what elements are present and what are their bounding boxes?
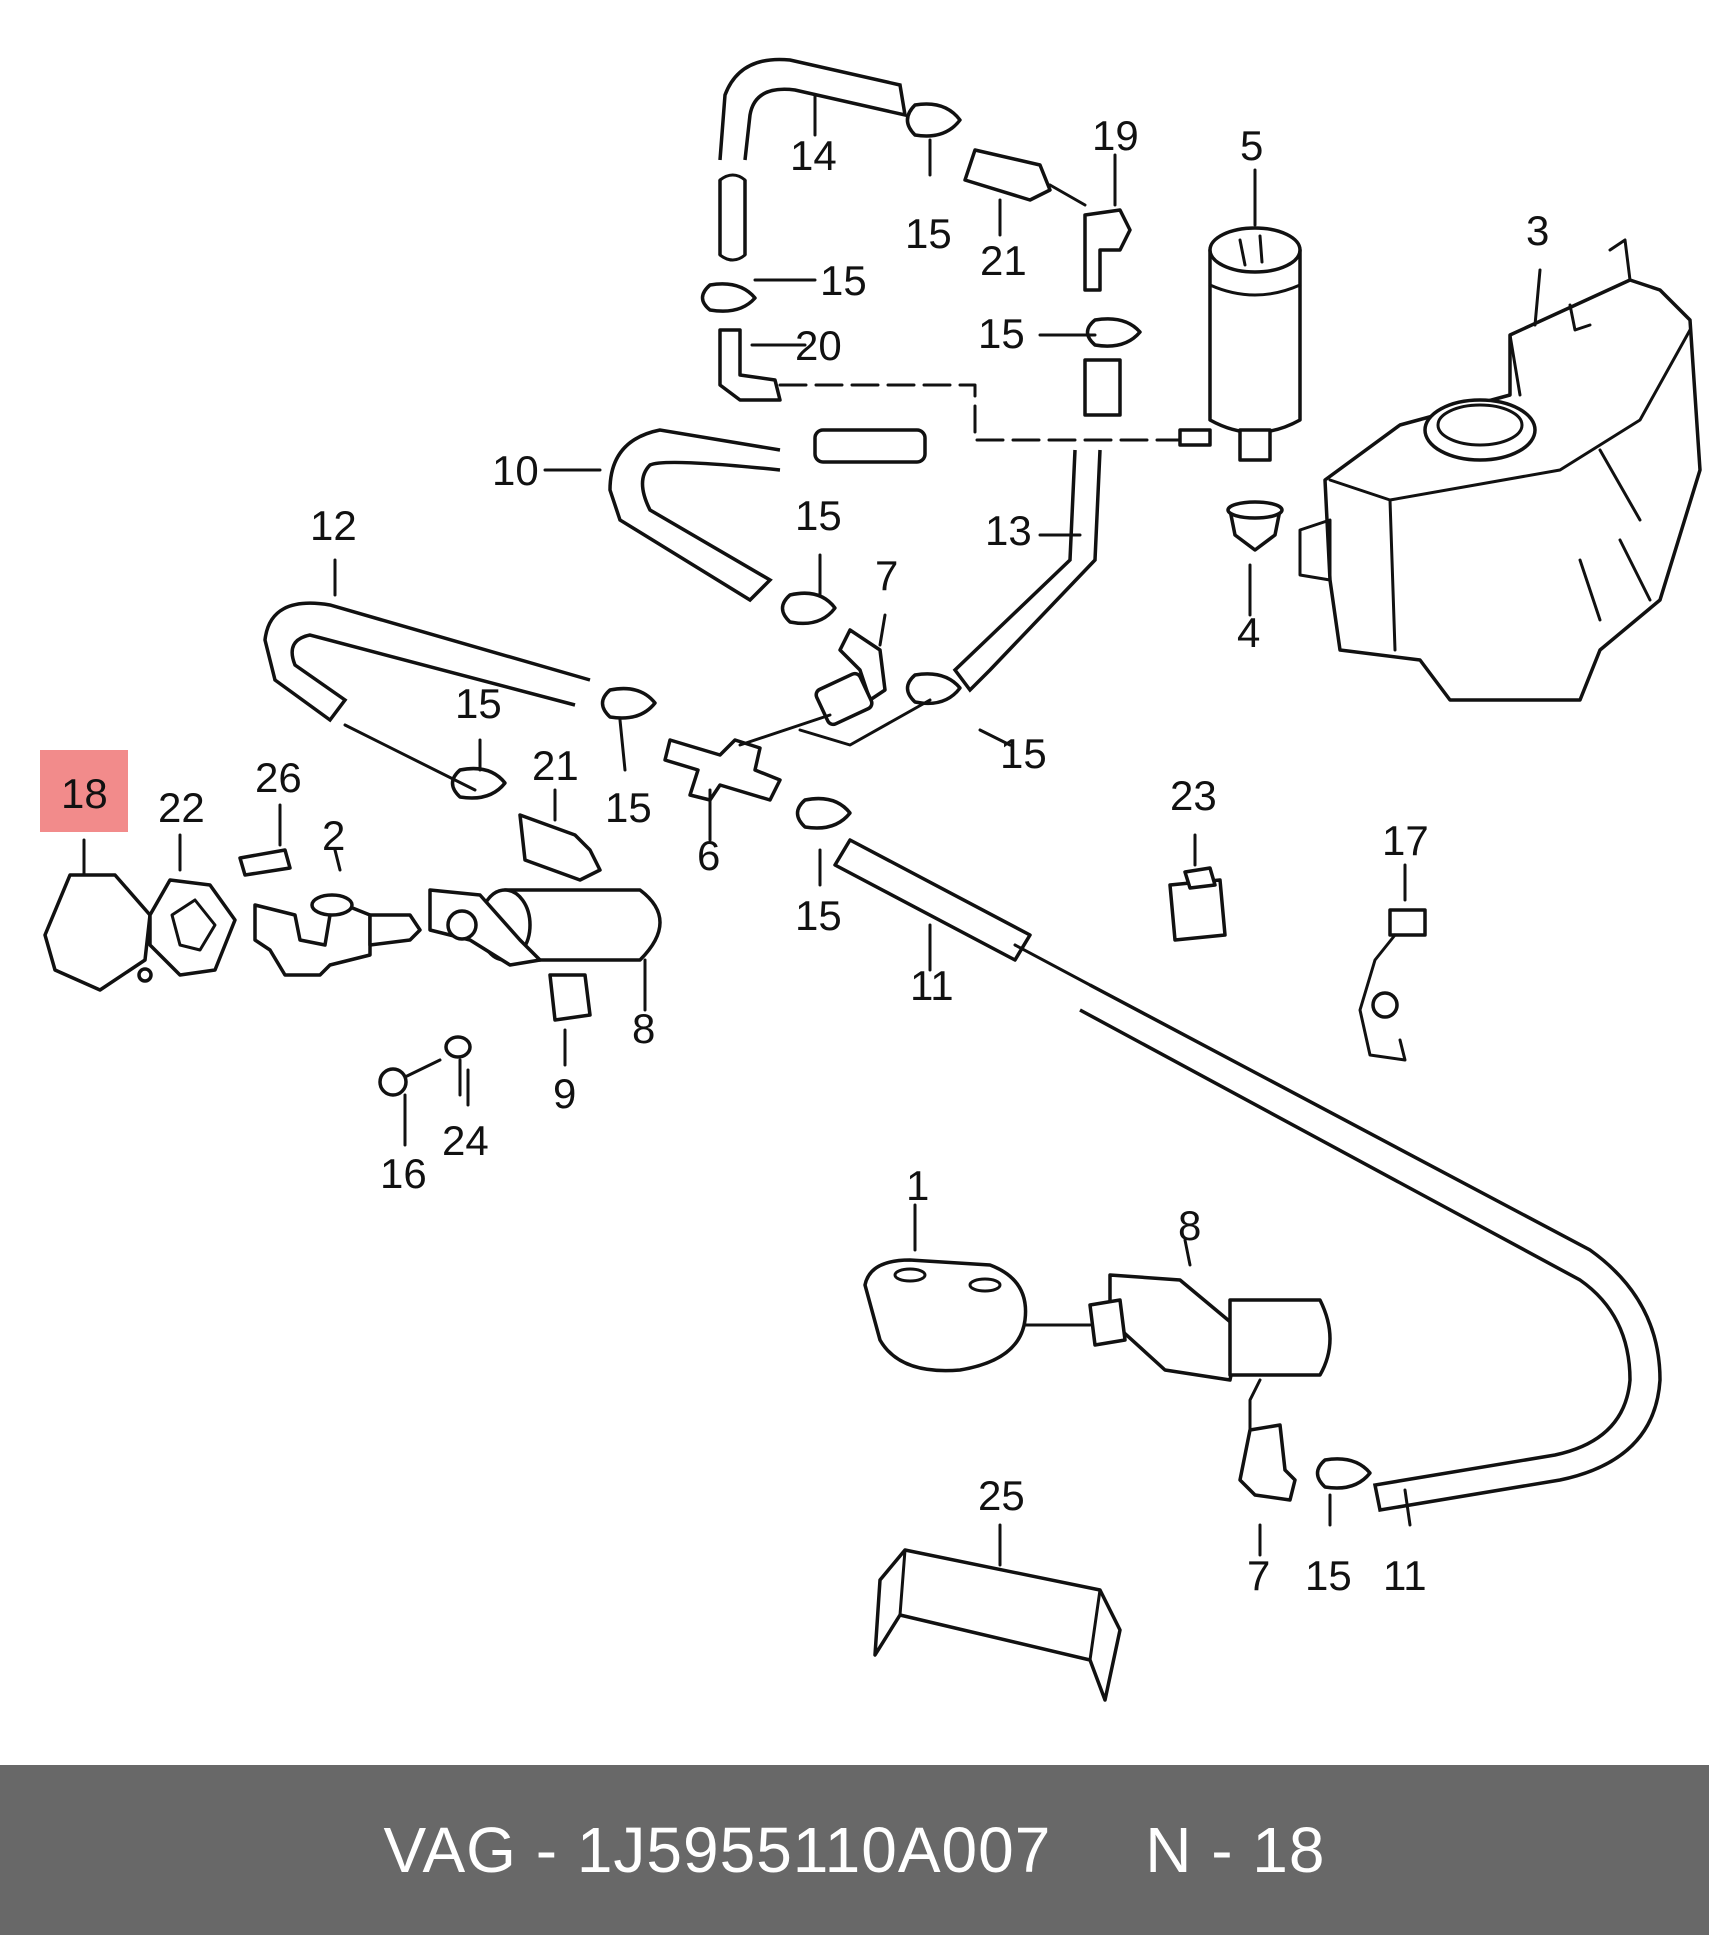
- leader-lines: [82, 93, 1542, 1567]
- gasket-part-22: [148, 878, 237, 977]
- label-8b: 8: [1178, 1202, 1201, 1249]
- label-23: 23: [1170, 772, 1217, 819]
- cover-cap-part-18: [43, 873, 153, 992]
- connector-part-7: [814, 628, 887, 727]
- check-valve-part-21-upper: [963, 148, 1087, 207]
- t-connector-part-6: [663, 738, 782, 802]
- label-11a: 11: [910, 962, 954, 1009]
- label-2: 2: [322, 812, 345, 859]
- cover-part-25: [873, 1548, 1122, 1702]
- bracket-part-9: [548, 973, 592, 1022]
- nozzle-part-2: [253, 893, 422, 977]
- parts-diagram: 1 2 3 4 5 6 7 7 8 8 9 10 11 11 12 13 14 …: [40, 57, 1702, 1702]
- label-17: 17: [1382, 817, 1429, 864]
- label-13: 13: [985, 507, 1032, 554]
- label-5: 5: [1240, 122, 1263, 169]
- label-15a: 15: [905, 210, 952, 257]
- connector-part-19: [1083, 208, 1132, 417]
- hose-part-10: [608, 428, 927, 603]
- label-22: 22: [158, 784, 205, 831]
- hose-part-13: [952, 449, 1102, 693]
- holder-part-17: [1358, 908, 1427, 1062]
- washer-part-24: [444, 1035, 472, 1059]
- washer-pump-part-8-upper: [428, 888, 662, 967]
- label-11b: 11: [1383, 1552, 1427, 1599]
- reference-prefix: N: [1145, 1814, 1193, 1886]
- nozzle-cover-part-1: [863, 1258, 1028, 1373]
- part-info-footer: VAG - 1J5955110A007 N - 18: [0, 1765, 1709, 1935]
- label-15g: 15: [1000, 730, 1047, 777]
- check-valve-part-21-lower: [518, 813, 602, 882]
- label-20: 20: [795, 322, 842, 369]
- label-15b: 15: [820, 257, 867, 304]
- washer-pump-part-5: [1178, 226, 1302, 462]
- label-15d: 15: [795, 492, 842, 539]
- bolt-part-16: [378, 1058, 442, 1097]
- screw-part-26: [238, 848, 292, 877]
- label-12: 12: [310, 502, 357, 549]
- separator-2: -: [1211, 1814, 1234, 1886]
- label-18: 18: [61, 770, 108, 817]
- label-25: 25: [978, 1472, 1025, 1519]
- hose-part-11: [833, 838, 1662, 1513]
- label-24: 24: [442, 1117, 489, 1164]
- label-7a: 7: [875, 552, 898, 599]
- label-16: 16: [380, 1150, 427, 1197]
- footer-text: VAG - 1J5955110A007 N - 18: [384, 1813, 1326, 1887]
- label-21a: 21: [980, 237, 1027, 284]
- connector-part-7-lower: [1238, 1423, 1297, 1502]
- washer-pump-part-8-lower: [1088, 1273, 1332, 1382]
- hose-part-14: [718, 57, 908, 262]
- label-15i: 15: [1305, 1552, 1352, 1599]
- label-15h: 15: [795, 892, 842, 939]
- brand: VAG: [383, 1814, 517, 1886]
- grommet-part-4: [1226, 500, 1284, 552]
- part-labels: 1 2 3 4 5 6 7 7 8 8 9 10 11 11 12 13 14 …: [61, 112, 1549, 1599]
- label-10: 10: [492, 447, 539, 494]
- relay-part-23: [1168, 866, 1227, 942]
- label-14: 14: [790, 132, 837, 179]
- hose-clamps-part-15: [450, 102, 1372, 1490]
- label-9: 9: [553, 1070, 576, 1117]
- label-6: 6: [697, 832, 720, 879]
- label-15f: 15: [605, 784, 652, 831]
- label-7b: 7: [1247, 1552, 1270, 1599]
- label-3: 3: [1526, 207, 1549, 254]
- hose-part-12: [263, 601, 591, 723]
- part-number: 1J5955110A007: [576, 1814, 1052, 1886]
- separator: -: [535, 1814, 559, 1886]
- connector-part-20: [718, 328, 782, 402]
- label-19: 19: [1092, 112, 1139, 159]
- label-21b: 21: [532, 742, 579, 789]
- label-26: 26: [255, 754, 302, 801]
- highlight-box-18: [40, 750, 128, 832]
- label-4: 4: [1237, 609, 1260, 656]
- label-8a: 8: [632, 1005, 655, 1052]
- label-15c: 15: [978, 310, 1025, 357]
- reference-number: 18: [1252, 1814, 1326, 1886]
- washer-reservoir-part-3: [1298, 238, 1702, 702]
- label-15e: 15: [455, 680, 502, 727]
- label-1: 1: [906, 1162, 929, 1209]
